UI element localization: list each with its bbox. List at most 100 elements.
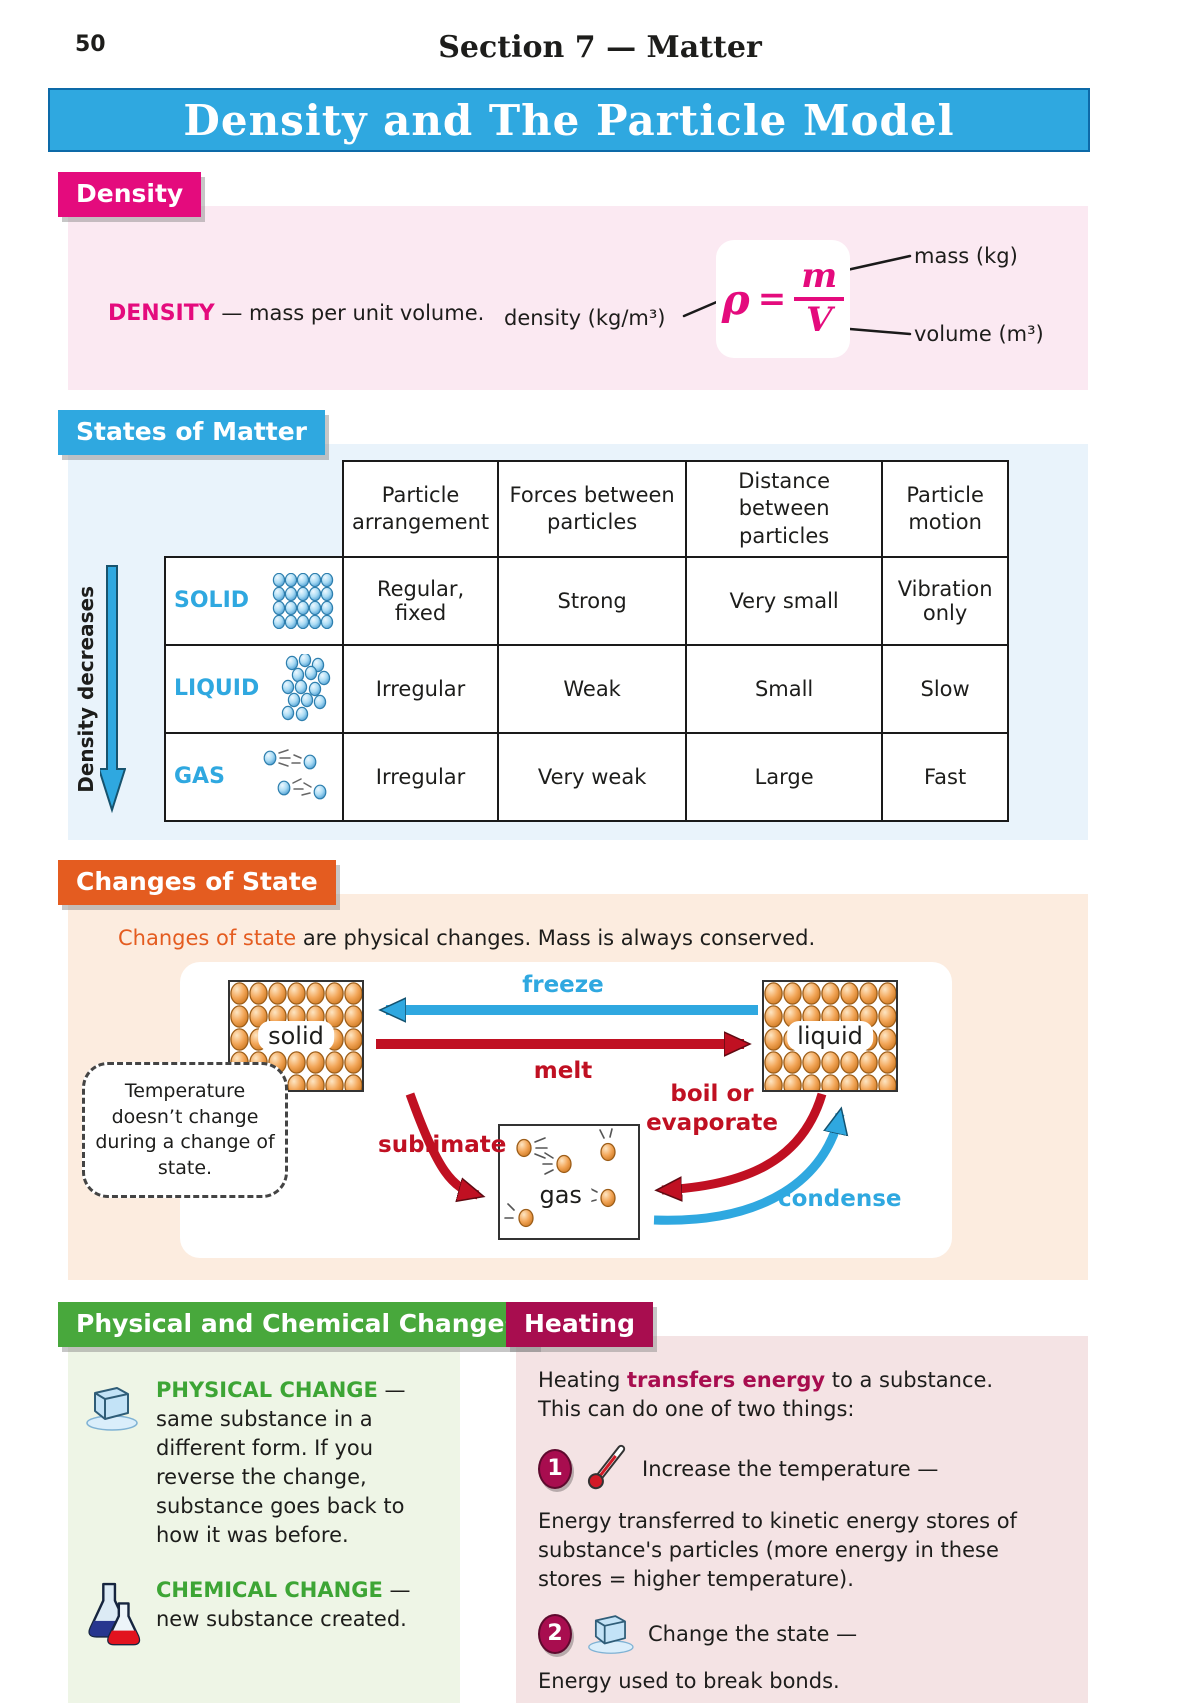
page-title: Density and The Particle Model xyxy=(183,95,955,145)
heating-item-2-title: Change the state — xyxy=(648,1621,858,1646)
heating-item-1: 1 Increase the temperature — xyxy=(538,1439,1066,1499)
table-corner-cell xyxy=(165,461,343,557)
chemical-change-row: CHEMICAL CHANGE — new substance created. xyxy=(82,1576,442,1660)
cell-distance: Large xyxy=(685,731,884,822)
header-forces: Forces between particles xyxy=(497,460,688,558)
boil-evaporate-arrow xyxy=(662,1092,827,1190)
state-change-arrows xyxy=(376,962,952,1225)
changes-intro-highlight: Changes of state xyxy=(118,925,297,950)
cell-arrangement: Irregular xyxy=(341,643,500,734)
density-decreases-axis: Density decreases xyxy=(74,560,164,818)
chemical-change-term: CHEMICAL CHANGE xyxy=(156,1577,383,1602)
page-number: 50 xyxy=(75,32,106,57)
melt-label: melt xyxy=(533,1057,593,1084)
cell-arrangement: Irregular xyxy=(341,731,500,822)
liquid-state-box: liquid xyxy=(762,979,898,1092)
boil-label-line1: boil or xyxy=(670,1080,754,1107)
heating-item-2-body: Energy used to break bonds. xyxy=(538,1668,840,1693)
cell-forces: Weak xyxy=(497,643,688,734)
changes-intro: Changes of state are physical changes. M… xyxy=(118,926,1072,950)
solid-state-cell: SOLID xyxy=(164,555,344,646)
changes-section-label: Changes of State xyxy=(58,859,336,905)
page-title-banner: Density and The Particle Model xyxy=(48,88,1090,152)
table-row-liquid: LIQUID xyxy=(164,643,1010,734)
gas-particles-icon xyxy=(263,749,327,800)
gas-label: gas xyxy=(529,1180,592,1211)
condense-label: condense xyxy=(778,1185,902,1212)
number-1-badge: 1 xyxy=(538,1448,572,1489)
changes-of-state-section: Changes of State Changes of state are ph… xyxy=(58,859,1088,1280)
rho-symbol: ρ xyxy=(721,274,750,324)
gas-state-cell: GAS xyxy=(164,731,344,822)
gas-state-box: gas xyxy=(498,1123,640,1240)
header-particle-arrangement: Particle arrangement xyxy=(341,460,500,558)
density-formula-box: ρ = m V xyxy=(716,240,850,358)
heating-section: Heating Heating transfers energy to a su… xyxy=(506,1301,1088,1703)
heating-intro-post: to a substance. xyxy=(825,1367,994,1392)
ice-cube-icon xyxy=(584,1609,636,1659)
heating-panel: Heating transfers energy to a substance.… xyxy=(516,1335,1088,1703)
states-panel: Density decreases Particle arrangement F… xyxy=(68,444,1088,840)
physical-chemical-panel: PHYSICAL CHANGE — same substance in a di… xyxy=(68,1335,460,1703)
physical-change-body: — same substance in a different form. If… xyxy=(156,1377,406,1547)
table-header-row: Particle arrangement Forces between part… xyxy=(165,460,1010,558)
state-name: LIQUID xyxy=(174,676,260,702)
density-section-label: Density xyxy=(58,172,202,217)
physical-change-text: PHYSICAL CHANGE — same substance in a di… xyxy=(156,1376,442,1550)
liquid-label: liquid xyxy=(787,1020,873,1051)
cell-distance: Small xyxy=(685,643,884,734)
physical-chemical-section: Physical and Chemical Changes xyxy=(58,1301,538,1703)
boil-evaporate-label: boil or evaporate xyxy=(632,1080,792,1138)
sublimate-arrow xyxy=(405,1092,478,1195)
cell-distance: Very small xyxy=(685,555,884,646)
page-header: 50 Section 7 — Matter xyxy=(0,0,1200,66)
state-name: SOLID xyxy=(174,588,250,614)
states-of-matter-section: States of Matter Density decreases Parti… xyxy=(58,410,1088,840)
cell-motion: Fast xyxy=(881,731,1010,822)
changes-intro-rest: are physical changes. Mass is always con… xyxy=(296,925,816,950)
chemical-change-body: — new substance created. xyxy=(156,1577,411,1631)
physical-chemical-label: Physical and Chemical Changes xyxy=(58,1301,538,1347)
boil-label-line2: evaporate xyxy=(646,1109,778,1136)
cell-forces: Very weak xyxy=(497,731,688,822)
heating-label: Heating xyxy=(506,1301,653,1347)
temperature-note: Temperature doesn’t change during a chan… xyxy=(82,1061,288,1199)
heating-item-1-body: Energy transferred to kinetic energy sto… xyxy=(538,1508,1017,1592)
changes-of-state-diagram: solid liquid xyxy=(180,961,952,1258)
heating-intro-highlight: transfers energy xyxy=(626,1367,826,1392)
heating-intro: Heating transfers energy to a substance.… xyxy=(538,1366,1066,1425)
freeze-label: freeze xyxy=(522,971,604,998)
section-header-title: Section 7 — Matter xyxy=(438,30,762,65)
chemical-change-text: CHEMICAL CHANGE — new substance created. xyxy=(156,1576,442,1634)
density-unit-label: density (kg/m³) xyxy=(504,306,666,330)
down-arrow-icon xyxy=(100,564,126,814)
heating-item-1-title: Increase the temperature — xyxy=(642,1456,939,1481)
density-definition: DENSITY — mass per unit volume. xyxy=(108,275,488,326)
header-motion: Particle motion xyxy=(881,460,1010,558)
density-panel: DENSITY — mass per unit volume. density … xyxy=(68,206,1088,390)
cell-arrangement: Regular, fixed xyxy=(341,555,500,646)
heating-intro-line2: This can do one of two things: xyxy=(538,1397,855,1422)
thermometer-icon xyxy=(584,1439,630,1499)
equals-sign: = xyxy=(757,279,787,319)
cell-forces: Strong xyxy=(497,555,688,646)
sublimate-label: sublimate xyxy=(378,1131,507,1158)
volume-unit-label: volume (m³) xyxy=(914,322,1044,346)
fraction: m V xyxy=(794,259,845,340)
physical-change-row: PHYSICAL CHANGE — same substance in a di… xyxy=(82,1376,442,1550)
condense-arrow xyxy=(653,1114,840,1225)
states-section-label: States of Matter xyxy=(58,410,326,455)
flasks-icon xyxy=(82,1576,144,1660)
density-term: DENSITY xyxy=(108,300,215,326)
density-definition-text: — mass per unit volume. xyxy=(214,300,485,325)
number-2-badge: 2 xyxy=(538,1613,572,1654)
ice-cube-icon xyxy=(82,1376,144,1436)
table-row-solid: SOLID xyxy=(164,555,1010,646)
table-row-gas: GAS xyxy=(164,731,1010,822)
liquid-state-cell: LIQUID xyxy=(164,643,344,734)
heating-intro-pre: Heating xyxy=(538,1367,627,1392)
volume-symbol: V xyxy=(806,300,833,340)
state-name: GAS xyxy=(174,764,225,790)
mass-unit-label: mass (kg) xyxy=(914,244,1018,268)
